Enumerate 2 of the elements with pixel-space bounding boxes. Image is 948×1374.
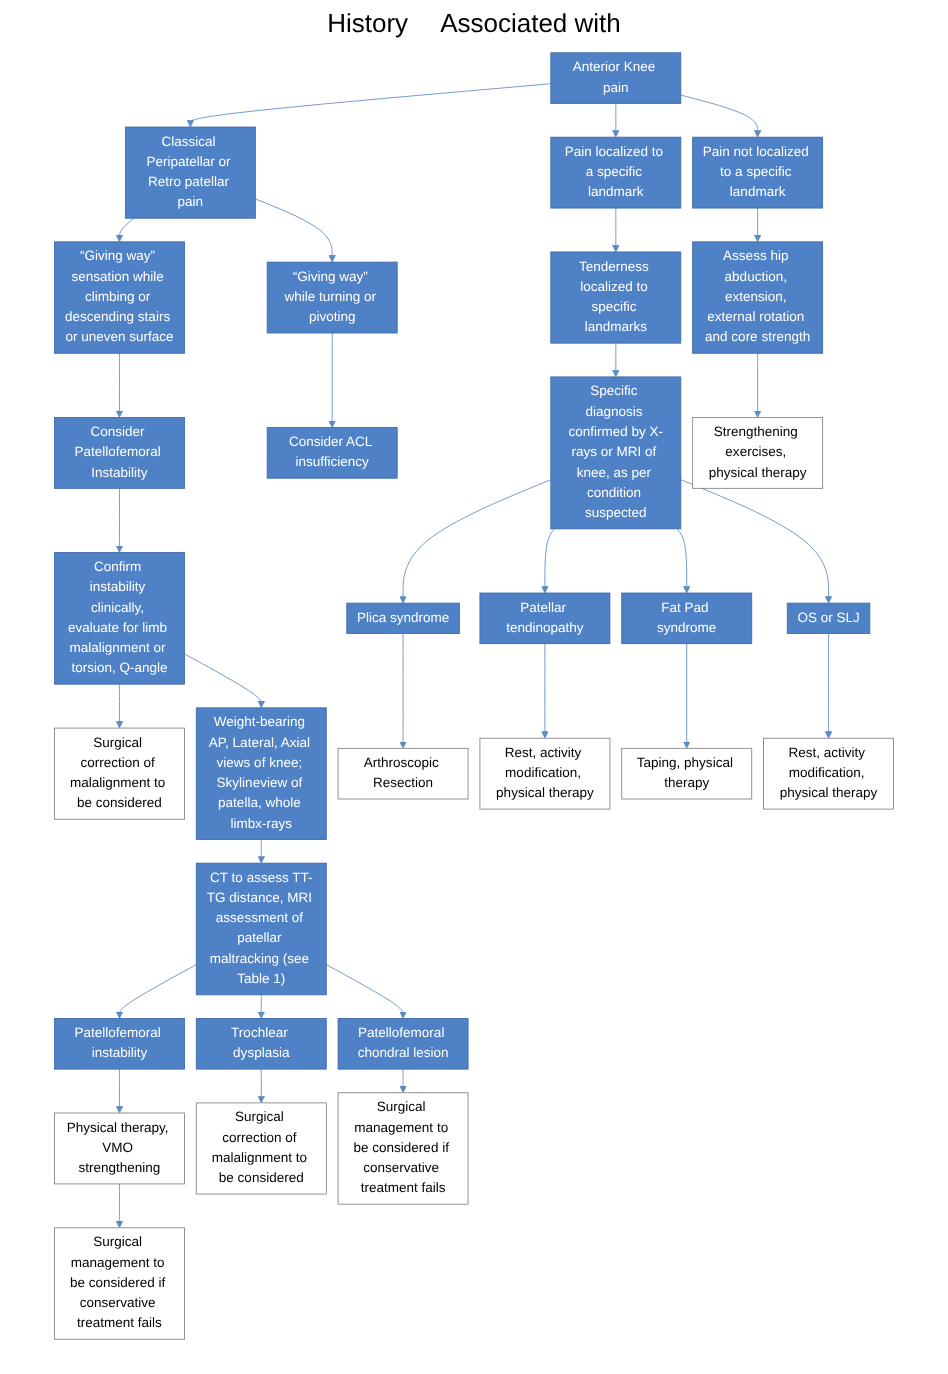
- note-text: Associated with: [440, 8, 621, 38]
- note-text: History: [327, 8, 409, 38]
